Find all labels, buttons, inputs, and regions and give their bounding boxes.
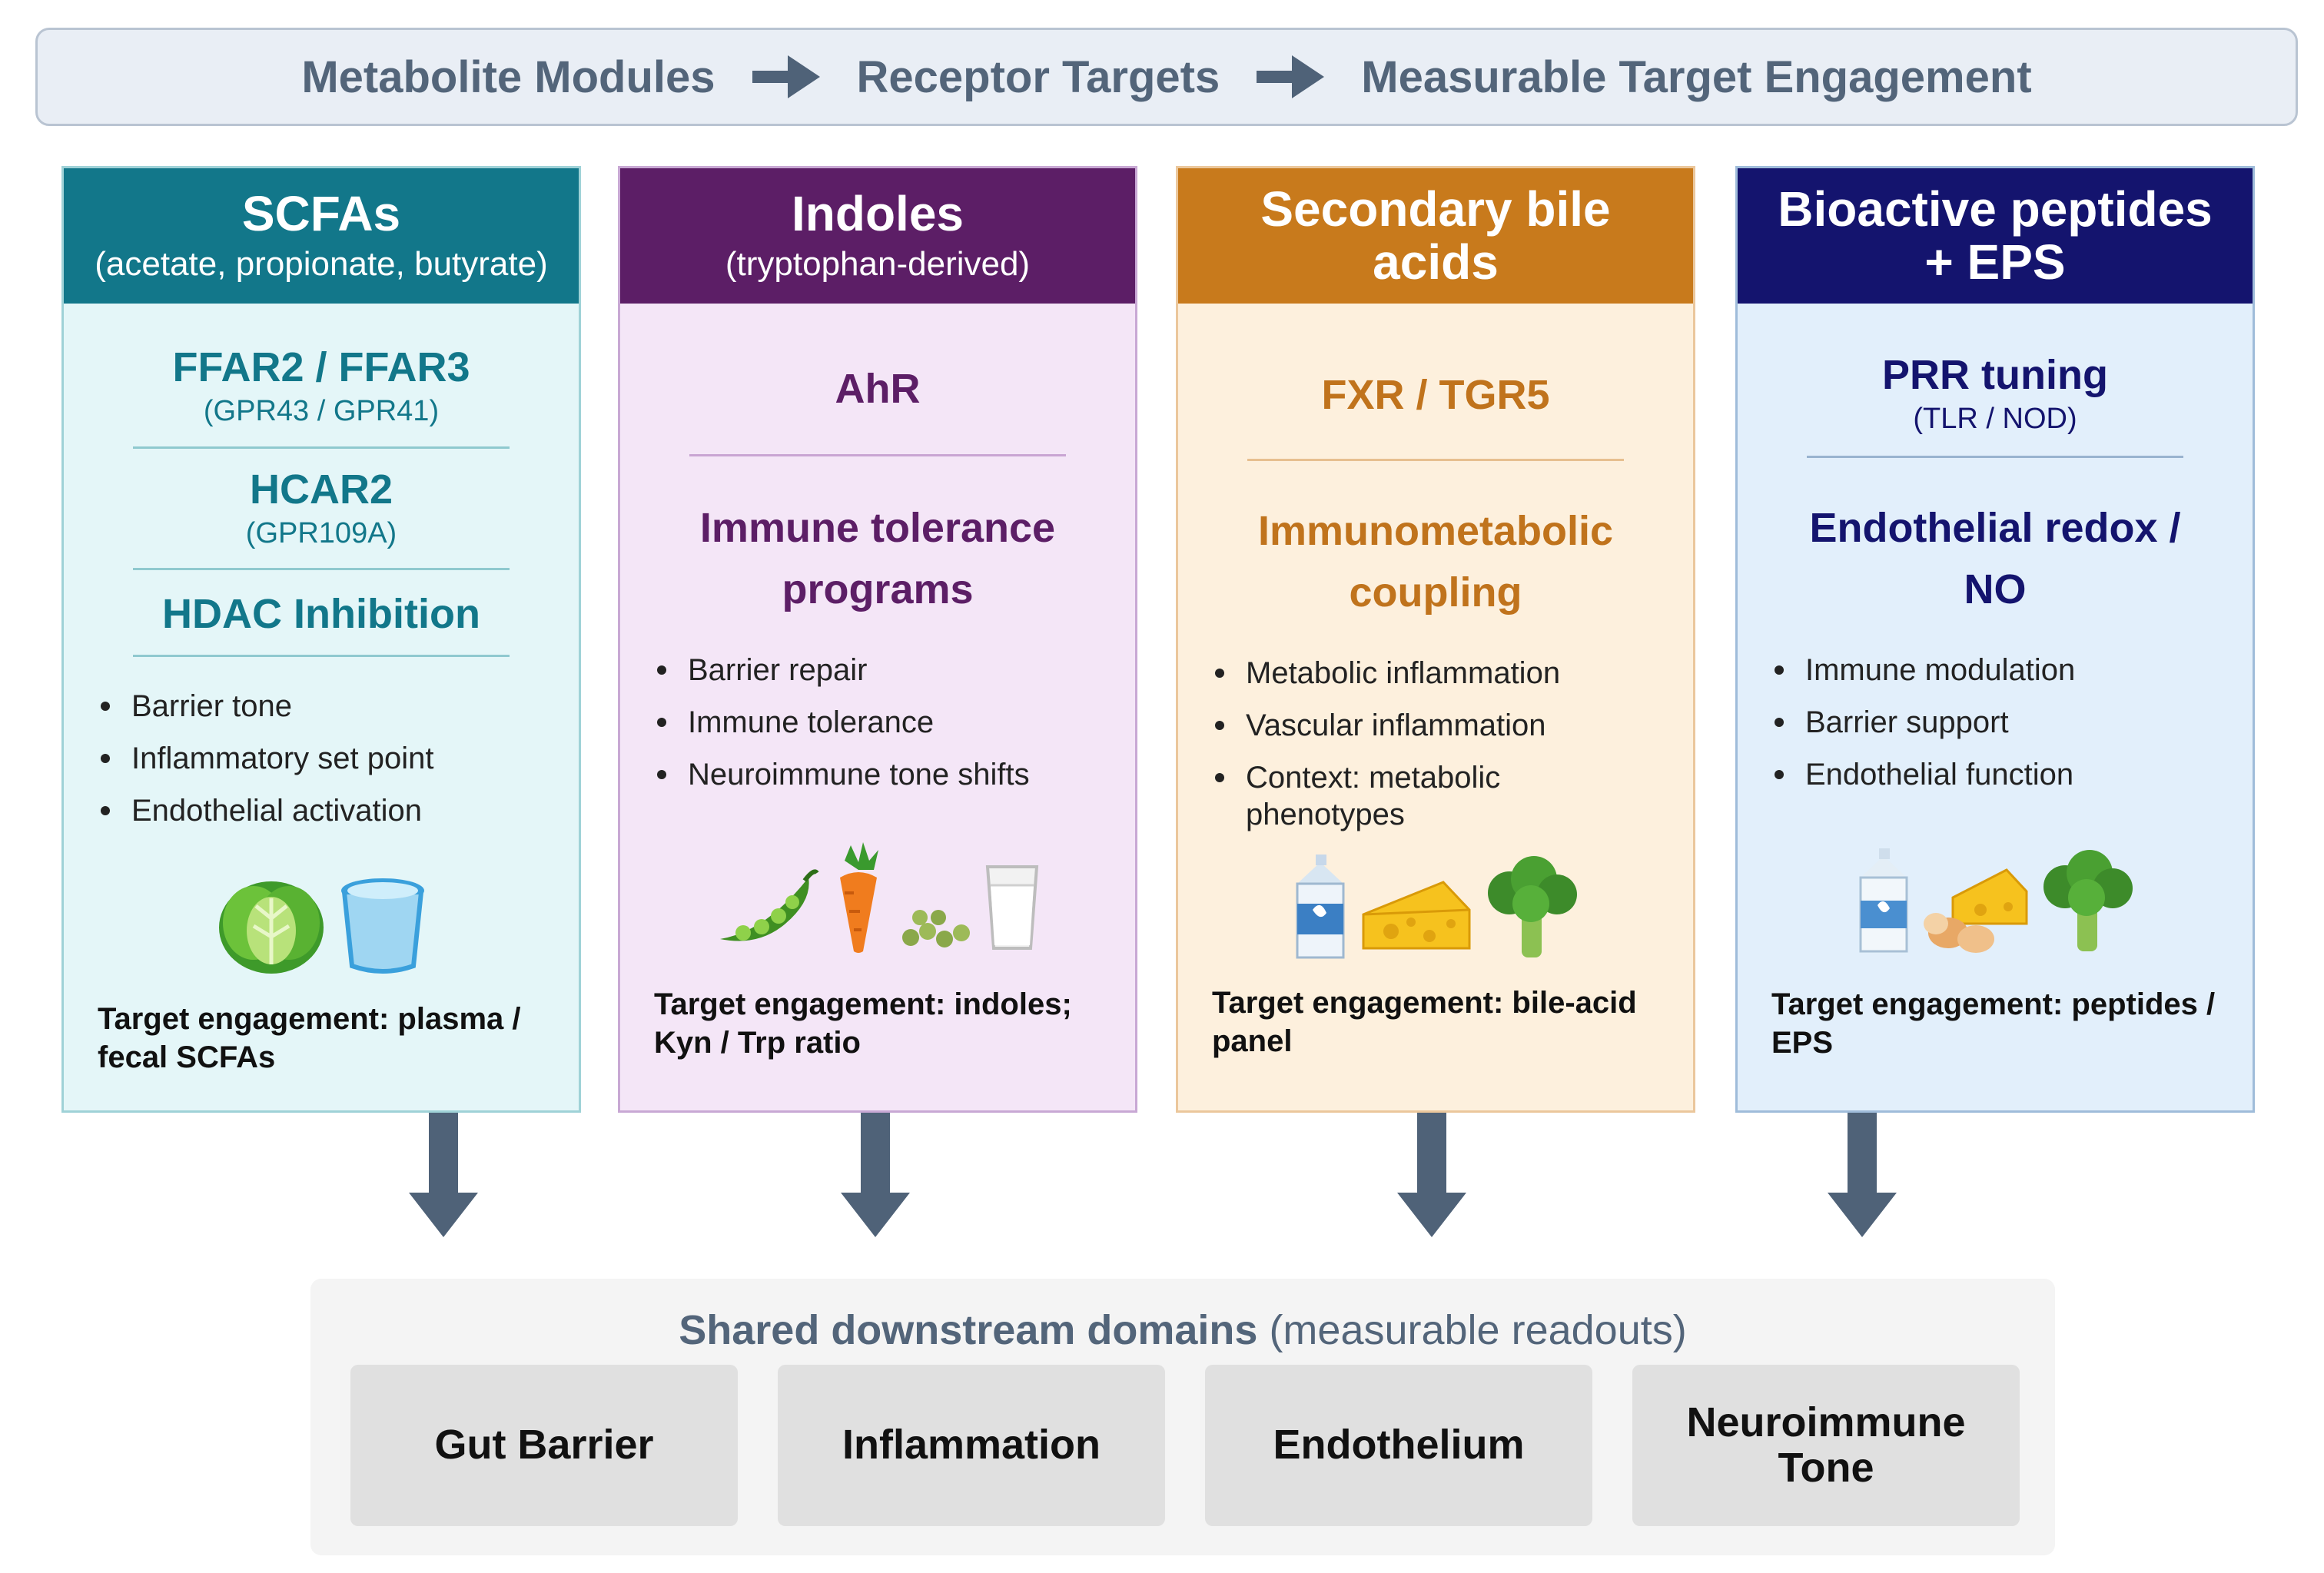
banner-step-target-engagement: Measurable Target Engagement [1361,51,2032,102]
effect-item: Barrier repair [654,652,1101,689]
target-engagement: Target engagement: indoles; Kyn / Trp ra… [654,987,1072,1060]
banner-step-metabolite-modules: Metabolite Modules [301,51,715,102]
module-header: Indoles (tryptophan-derived) [620,168,1135,304]
divider [133,446,510,449]
flow-banner: Metabolite Modules Receptor Targets Meas… [35,28,2298,126]
lettuce-icon [219,881,324,974]
down-arrow-icon [1828,1113,1897,1237]
domain-inflammation: Inflammation [778,1365,1165,1526]
divider [689,454,1066,457]
yogurt-cup-icon [341,878,424,974]
effect-item: Barrier support [1771,704,2219,741]
down-arrow-icon [841,1113,910,1237]
divider [133,655,510,658]
food-icons [98,872,545,977]
target-engagement: Target engagement: peptides / EPS [1771,987,2216,1060]
shared-domains-title-note: (measurable readouts) [1269,1307,1687,1353]
module-body: AhR Immune tolerance programs Barrier re… [620,304,1135,1062]
effect-list: Immune modulation Barrier support Endoth… [1771,652,2219,793]
food-icons [1212,853,1659,961]
shared-domains-panel: Shared downstream domains (measurable re… [310,1279,2055,1555]
effect-item: Inflammatory set point [98,740,545,777]
receptor-name: HCAR2 [249,466,393,513]
shared-domains-title-bold: Shared downstream domains [679,1307,1258,1353]
effect-item: Metabolic inflammation [1212,655,1659,692]
food-icons [654,839,1101,954]
receptor-subtitle: (GPR109A) [245,516,397,549]
cheese-icon [1362,881,1471,950]
module-title: Secondary bile acids [1260,181,1611,290]
down-arrow-icon [409,1113,478,1237]
target-engagement: Target engagement: plasma / fecal SCFAs [98,1002,521,1075]
peas-icon [902,909,970,947]
milk-carton-icon [1296,854,1345,959]
effect-item: Endothelial function [1771,756,2219,793]
divider [1247,459,1624,462]
effect-item: Immune modulation [1771,652,2219,689]
effect-list: Barrier repair Immune tolerance Neuroimm… [654,652,1101,793]
domain-gut-barrier: Gut Barrier [350,1365,738,1526]
banner-step-receptor-targets: Receptor Targets [856,51,1220,102]
module-header: Secondary bile acids [1178,168,1693,304]
module-header: SCFAs (acetate, propionate, butyrate) [64,168,579,304]
receptor-name: FXR / TGR5 [1321,372,1550,418]
module-subtitle: (tryptophan-derived) [725,244,1031,283]
broccoli-icon [1488,855,1577,957]
effect-list: Barrier tone Inflammatory set point Endo… [98,688,545,829]
effect-item: Context: metabolic phenotypes [1212,759,1535,833]
receptor-subtitle: (GPR43 / GPR41) [203,395,440,428]
module-card-secondary-bile-acids: Secondary bile acids FXR / TGR5 Immunome… [1176,166,1695,1113]
effect-item: Immune tolerance [654,704,1101,741]
broccoli-icon [2043,849,2133,951]
down-arrow-icon [1397,1113,1466,1237]
right-arrow-icon [1257,55,1325,98]
receptor-name: HDAC Inhibition [162,591,480,638]
module-title: Bioactive peptides + EPS [1778,181,2213,290]
divider [1807,455,2183,458]
receptor-subtitle: (TLR / NOD) [1913,403,2077,436]
pea-pod-icon [720,869,819,941]
milk-carton-icon [1859,848,1908,952]
receptor-name: AhR [835,366,921,412]
program-name: Immunometabolic coupling [1257,508,1614,616]
module-subtitle: (acetate, propionate, butyrate) [95,244,548,283]
carrot-icon [840,841,878,953]
shared-domains-title: Shared downstream domains (measurable re… [310,1306,2055,1354]
module-title: SCFAs [241,186,401,242]
module-body: FFAR2 / FFAR3 (GPR43 / GPR41) HCAR2 (GPR… [64,304,579,1077]
effect-item: Endothelial activation [98,792,545,829]
module-body: PRR tuning (TLR / NOD) Endothelial redox… [1738,304,2253,1062]
receptor-name: FFAR2 / FFAR3 [172,344,470,390]
divider [133,568,510,571]
effect-item: Vascular inflammation [1212,707,1659,744]
milk-glass-icon [985,864,1039,950]
module-card-scfas: SCFAs (acetate, propionate, butyrate) FF… [61,166,581,1113]
domain-endothelium: Endothelium [1205,1365,1592,1526]
program-name: Immune tolerance programs [699,505,1056,612]
receptor-name: PRR tuning [1882,352,2108,398]
effect-list: Metabolic inflammation Vascular inflamma… [1212,655,1659,833]
cheese-eggs-icon [1924,868,2028,953]
program-name: Endothelial redox / NO [1809,504,2181,612]
module-card-bioactive-peptides-eps: Bioactive peptides + EPS PRR tuning (TLR… [1735,166,2255,1113]
module-body: FXR / TGR5 Immunometabolic coupling Meta… [1178,304,1693,1060]
domain-neuroimmune-tone: Neuroimmune Tone [1632,1365,2020,1526]
right-arrow-icon [752,55,820,98]
effect-item: Barrier tone [98,688,545,725]
module-header: Bioactive peptides + EPS [1738,168,2253,304]
module-title: Indoles [791,186,964,242]
food-icons [1771,847,2219,954]
module-card-indoles: Indoles (tryptophan-derived) AhR Immune … [618,166,1137,1113]
target-engagement: Target engagement: bile-acid panel [1212,985,1637,1058]
effect-item: Neuroimmune tone shifts [654,756,1101,793]
